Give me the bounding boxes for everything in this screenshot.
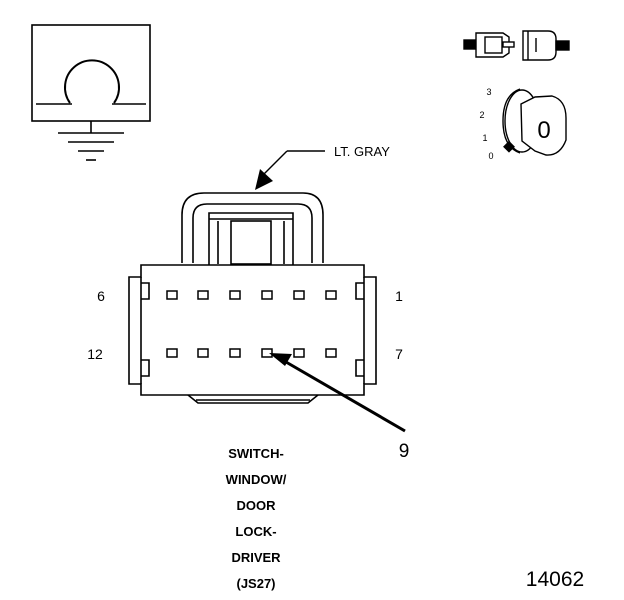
pin-cavity bbox=[325, 348, 337, 358]
ignition-position-3: 3 bbox=[486, 87, 491, 97]
pin-cavity bbox=[229, 290, 241, 300]
pin-cavities bbox=[166, 290, 337, 358]
ignition-position-2: 2 bbox=[479, 110, 484, 120]
key-position-label: 0 bbox=[537, 117, 550, 144]
pin-cavity bbox=[166, 290, 178, 300]
pin-label-1: 1 bbox=[395, 288, 403, 304]
ignition-key-icon bbox=[502, 88, 567, 156]
ignition-position-1: 1 bbox=[482, 133, 487, 143]
ignition-position-labels: 3 2 10 bbox=[479, 87, 493, 161]
connector-housing bbox=[128, 192, 377, 404]
title-line: LOCK- bbox=[235, 524, 276, 539]
disconnected-connector-icon bbox=[463, 30, 570, 61]
pin-cavity bbox=[166, 348, 178, 358]
callout-pin-number: 9 bbox=[399, 441, 410, 462]
figure-number: 14062 bbox=[526, 568, 584, 591]
pin-cavity bbox=[325, 290, 337, 300]
connector-color-label: LT. GRAY bbox=[334, 144, 390, 159]
pin-cavity bbox=[293, 290, 305, 300]
pin-label-12: 12 bbox=[87, 346, 103, 362]
title-line: DOOR bbox=[237, 498, 277, 513]
title-line: DRIVER bbox=[231, 550, 281, 565]
pin-callout-arrow bbox=[269, 353, 406, 433]
pin-cavity bbox=[293, 348, 305, 358]
color-callout-leader bbox=[255, 150, 325, 190]
pin-cavity bbox=[229, 348, 241, 358]
ohmmeter-icon bbox=[31, 24, 151, 161]
title-line: WINDOW/ bbox=[226, 472, 287, 487]
connector-title: SWITCH- WINDOW/DOOR LOCK- DRIVER (JS27) bbox=[226, 446, 287, 591]
pin-label-7: 7 bbox=[395, 346, 403, 362]
title-line: (JS27) bbox=[236, 576, 275, 591]
title-line: SWITCH- bbox=[228, 446, 284, 461]
pin-cavity bbox=[197, 348, 209, 358]
ignition-position-0: 0 bbox=[488, 151, 493, 161]
pin-label-6: 6 bbox=[97, 288, 105, 304]
pin-cavity bbox=[261, 290, 273, 300]
pin-cavity bbox=[197, 290, 209, 300]
pin-cavity bbox=[261, 348, 273, 358]
